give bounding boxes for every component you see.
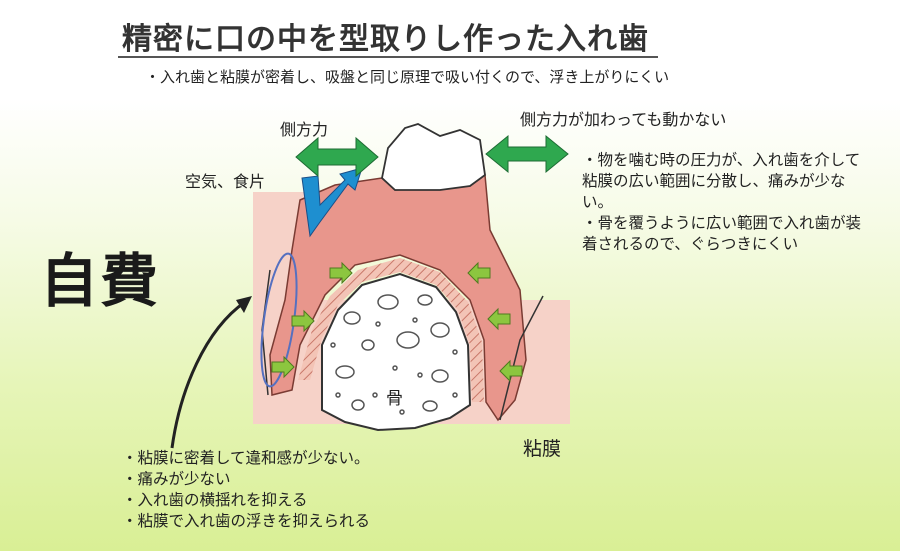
bone <box>321 272 472 432</box>
bone-texture <box>330 294 458 415</box>
page-title: 精密に口の中を型取りし作った入れ歯 <box>122 22 649 57</box>
right-note: ・骨を覆うように広い範囲で入れ歯が装着されるので、ぐらつきにくい <box>582 214 862 253</box>
pressure-arrow <box>499 359 523 383</box>
bottom-note: ・粘膜で入れ歯の浮きを抑えられる <box>122 512 371 530</box>
bottom-note: ・入れ歯の横揺れを抑える <box>122 491 308 509</box>
pressure-arrows <box>271 261 523 383</box>
lateral-force-no-move-label: 側方力が加わっても動かない <box>520 110 727 129</box>
tooth <box>381 123 486 191</box>
right-note: ・物を噛む時の圧力が、入れ歯を介して粘膜の広い範囲に分散し、痛みが少ない。 <box>582 151 861 211</box>
pressure-arrow <box>467 261 491 285</box>
denture-inner-surface <box>298 258 484 402</box>
pressure-arrow <box>487 307 511 331</box>
mucosa-label: 粘膜 <box>523 438 562 460</box>
self-pay-label: 自費 <box>40 247 161 315</box>
lateral-force-arrow-right <box>485 134 569 174</box>
pointer-arrow <box>170 300 246 449</box>
bone-label: 骨 <box>386 389 403 409</box>
gum-line-right <box>499 295 544 421</box>
pointer-arrowhead <box>236 296 252 313</box>
right-notes: ・物を噛む時の圧力が、入れ歯を介して粘膜の広い範囲に分散し、痛みが少ない。 ・骨… <box>582 150 872 255</box>
pressure-arrow <box>291 309 315 333</box>
lateral-force-label: 側方力 <box>280 120 329 139</box>
subtitle: ・入れ歯と粘膜が密着し、吸盤と同じ原理で吸い付くので、浮き上がりにくい <box>145 68 670 86</box>
bottom-note: ・痛みが少ない <box>122 470 231 488</box>
pressure-arrow <box>329 261 353 285</box>
bottom-notes: ・粘膜に密着して違和感が少ない。 ・痛みが少ない ・入れ歯の横揺れを抑える ・粘… <box>122 448 370 532</box>
air-food-label: 空気、食片 <box>185 172 266 191</box>
title-underline <box>118 56 658 58</box>
pressure-arrow <box>271 355 295 379</box>
lateral-force-arrow-left <box>295 136 379 178</box>
bottom-note: ・粘膜に密着して違和感が少ない。 <box>122 449 370 467</box>
